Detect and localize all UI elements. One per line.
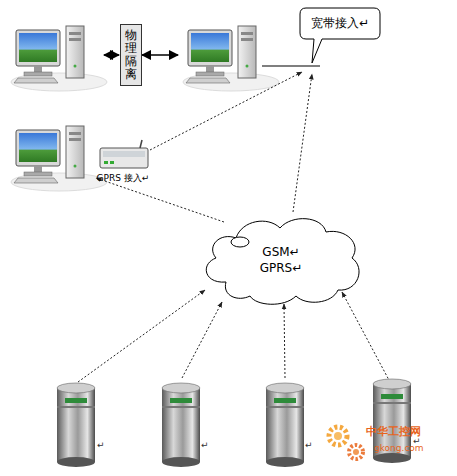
bubble-path (300, 8, 380, 63)
callout-bubble: 宽带接入↵ (300, 8, 380, 39)
gprs-router (100, 140, 148, 168)
isolation-box: 物理隔离 (120, 24, 142, 86)
cloud-path (206, 219, 359, 305)
watermark-url: gkong.com (374, 443, 424, 453)
computer (11, 126, 107, 191)
network-cloud: GSM↵GPRS↵ (196, 212, 366, 308)
node-label: 宽带接入↵ (311, 15, 369, 31)
cloud-puff (231, 237, 249, 247)
double-arrow (142, 54, 178, 56)
watermark-gears (329, 427, 363, 459)
wireless-link (78, 72, 390, 382)
watermark: 中华工控网 (366, 424, 421, 439)
router-label-block: GPRS 接入↵ (92, 170, 154, 187)
paragraph-mark: ↵ (305, 440, 313, 450)
computer (11, 26, 107, 91)
double-arrow (104, 54, 119, 56)
sensor-cylinder (266, 383, 304, 467)
network-name: GSM↵ (262, 244, 299, 260)
isolation-label: 物理隔离 (125, 29, 137, 82)
paragraph-mark: ↵ (97, 440, 105, 450)
broadband-line (262, 65, 320, 66)
computer (183, 26, 279, 91)
cloud-outline (196, 212, 366, 308)
sensor-cylinder (57, 383, 95, 467)
paragraph-mark: ↵ (201, 440, 209, 450)
sensor-cylinder (162, 383, 200, 467)
network-name: GPRS↵ (260, 260, 303, 276)
node-label: GPRS 接入↵ (97, 172, 150, 184)
